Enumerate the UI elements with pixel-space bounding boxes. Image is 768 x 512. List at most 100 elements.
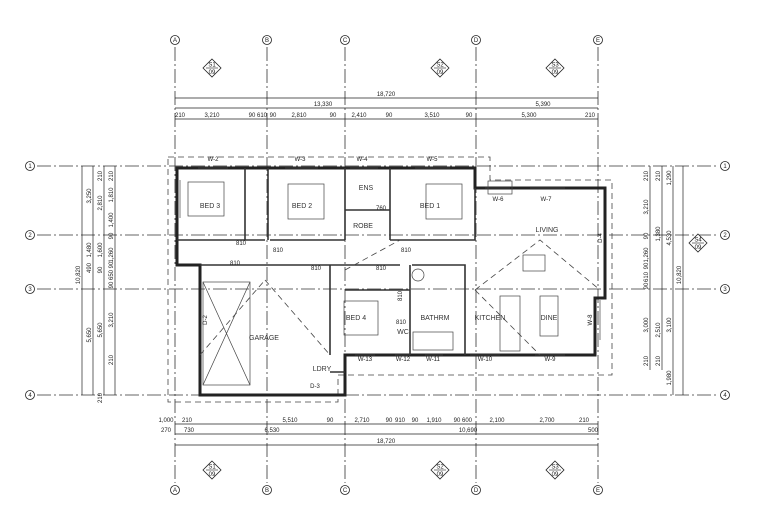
grid-bubble (720, 284, 730, 294)
opening-tag: W-3 (295, 157, 307, 163)
dimension-text: 2,700 (539, 418, 555, 424)
door-width: 810 (273, 248, 284, 254)
grid-bubble (25, 161, 35, 171)
dimension-text: 3,250 (87, 188, 93, 204)
room-label: BED 3 (200, 203, 220, 210)
grid-column-label: D (474, 488, 479, 494)
section-sheet: 09 (437, 70, 444, 76)
dimension-text: 730 (184, 428, 195, 434)
grid-column-label: A (173, 38, 177, 44)
section-id: S1 (208, 63, 216, 69)
dimension-text: 5,300 (521, 113, 537, 119)
room-label: DINE (541, 315, 558, 322)
dimension-text: 10,820 (677, 265, 683, 284)
grid-bubble (720, 390, 730, 400)
dimension-text: 210 (182, 418, 193, 424)
dimension-text: 10,690 (459, 428, 478, 434)
dimension-text: 5,650 (87, 327, 93, 343)
dimension-text: 650 (109, 269, 115, 280)
dimension-text: 3,000 (644, 317, 650, 333)
dimension-text: 210 (579, 418, 590, 424)
dimension-text: 90 (466, 113, 473, 119)
dimension-text: 210 (175, 113, 186, 119)
door-width: 810 (396, 320, 407, 326)
grid-row-label: 2 (723, 233, 727, 239)
dimension-text: 90 (644, 232, 650, 239)
opening-tag: W-12 (396, 357, 411, 363)
section-id: S3 (551, 465, 559, 471)
dimension-text: 10,820 (76, 265, 82, 284)
dimension-text: 2,410 (351, 113, 367, 119)
grid-bubble (25, 284, 35, 294)
grid-column-label: B (265, 488, 269, 494)
opening-tag: W-7 (541, 197, 553, 203)
dimension-text: 5,650 (98, 322, 104, 338)
opening-tag: D-2 (203, 315, 209, 325)
dimension-text: 500 (588, 428, 599, 434)
opening-tag: W-4 (357, 157, 369, 163)
dimension-text: 270 (161, 428, 172, 434)
dimension-text: 210 (656, 355, 662, 366)
grid-column-label: C (343, 488, 348, 494)
dimension-text: 90 (98, 266, 104, 273)
room-label: GARAGE (249, 335, 279, 342)
room-label: LIVING (536, 227, 559, 234)
dimension-text: 90 (327, 418, 334, 424)
dimension-lines (81, 97, 684, 446)
dimension-text: 2,510 (656, 322, 662, 338)
dimension-text: 1,810 (109, 187, 115, 203)
grid-bubble (471, 485, 481, 495)
section-sheet: 09 (437, 472, 444, 478)
dimension-text: 90 (109, 261, 115, 268)
dimension-text: 3,100 (667, 317, 673, 333)
door-width: 810 (401, 248, 412, 254)
section-id: S3 (551, 63, 559, 69)
dimension-text: 1,480 (87, 242, 93, 258)
opening-tag: W-10 (478, 357, 493, 363)
dimension-text: 610 (644, 271, 650, 282)
dimension-text: 1,980 (667, 370, 673, 386)
grid-bubble (25, 390, 35, 400)
grid-row-label: 4 (723, 393, 727, 399)
dimension-text: 610 (257, 113, 268, 119)
dimension-text: 90 (109, 281, 115, 288)
grid-bubble (262, 35, 272, 45)
dimension-text: 210 (98, 170, 104, 181)
dimension-text: 600 (462, 418, 473, 424)
dimension-text: 18,720 (377, 439, 396, 445)
grid-row-label: 1 (723, 164, 727, 170)
dimension-text: 490 (87, 262, 93, 273)
dimension-text: 210 (585, 113, 596, 119)
dimension-text: 210 (644, 355, 650, 366)
dimension-text: 90 (109, 232, 115, 239)
room-label: KITCHEN (475, 315, 506, 322)
room-label: LDRY (313, 366, 332, 373)
door-width: 810 (236, 241, 247, 247)
door-width: 810 (376, 266, 387, 272)
room-label: BED 4 (346, 315, 366, 322)
dimension-text: 90 (330, 113, 337, 119)
section-id: S4 (694, 238, 702, 244)
room-label: BATHRM (420, 315, 449, 322)
dimension-text: 90 (412, 418, 419, 424)
grid-bubble (25, 230, 35, 240)
opening-tag: D-4 (598, 233, 604, 243)
dimension-text: 1,380 (656, 226, 662, 242)
grid-bubble (170, 485, 180, 495)
opening-tag: D-3 (310, 384, 320, 390)
dimension-text: 18,720 (377, 92, 396, 98)
grid-row-label: 1 (28, 164, 32, 170)
grid-column-label: C (343, 38, 348, 44)
dimension-text: 910 (395, 418, 406, 424)
dimension-text: 1,260 (109, 247, 115, 263)
grid-bubble (262, 485, 272, 495)
